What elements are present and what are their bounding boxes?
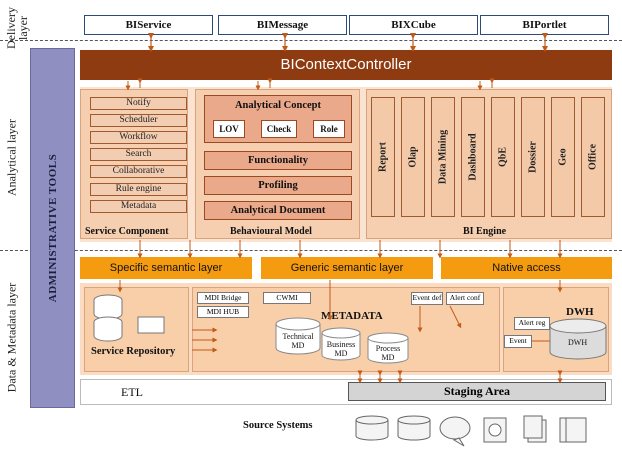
concept-item-check: Check xyxy=(261,120,297,138)
metadata-title: METADATA xyxy=(321,310,383,322)
staging-area: Staging Area xyxy=(348,382,606,401)
metadata-cylinders xyxy=(275,317,409,364)
functionality-box: Functionality xyxy=(204,151,352,170)
native-access-layer: Native access xyxy=(441,257,612,279)
service-component-panel: Notify Scheduler Workflow Search Collabo… xyxy=(80,89,188,239)
semantic-arrows xyxy=(117,240,563,321)
cwmi-box: CWMI xyxy=(263,292,311,304)
behavioural-model-panel: Analytical Concept LOV Check Role Functi… xyxy=(195,89,360,239)
engine-report: Report xyxy=(371,97,395,217)
behavioural-model-label: Behavioural Model xyxy=(230,226,312,237)
event-def-box: Event def xyxy=(411,292,443,305)
concept-item-lov: LOV xyxy=(213,120,245,138)
generic-semantic-layer: Generic semantic layer xyxy=(261,257,433,279)
alert-conf-box: Alert conf xyxy=(446,292,484,305)
engine-dossier: Dossier xyxy=(521,97,545,217)
delivery-separator xyxy=(0,40,622,41)
process-md-label: Process MD xyxy=(375,344,401,362)
service-item-search: Search xyxy=(90,148,187,161)
mdi-hub-box: MDI HUB xyxy=(197,306,249,318)
dwh-cylinder xyxy=(549,318,607,360)
controller-arrows xyxy=(125,78,495,91)
service-item-scheduler: Scheduler xyxy=(90,114,187,127)
service-repository-shapes xyxy=(93,294,165,342)
bi-engine-label: BI Engine xyxy=(463,226,507,237)
service-repository-label: Service Repository xyxy=(91,346,176,357)
administrative-tools: ADMINISTRATIVE TOOLS xyxy=(30,48,75,408)
engine-geo: Geo xyxy=(551,97,575,217)
engine-data-mining: Data Mining xyxy=(431,97,455,217)
delivery-service-bimessage: BIMessage xyxy=(218,15,347,35)
event-box: Event xyxy=(504,335,532,348)
analytical-concept-box: Analytical Concept LOV Check Role xyxy=(204,95,352,143)
alert-reg-box: Alert reg xyxy=(514,317,550,330)
metadata-arrows xyxy=(192,305,563,384)
engine-olap: Olap xyxy=(401,97,425,217)
profiling-box: Profiling xyxy=(204,176,352,195)
analytical-document-box: Analytical Document xyxy=(204,201,352,220)
delivery-arrows xyxy=(148,33,548,52)
analytical-separator xyxy=(0,250,622,251)
service-item-workflow: Workflow xyxy=(90,131,187,144)
analytical-concept-label: Analytical Concept xyxy=(234,100,322,111)
technical-md-label: Technical MD xyxy=(282,332,314,350)
service-item-collaborative: Collaborative xyxy=(90,165,187,178)
service-item-rule-engine: Rule engine xyxy=(90,183,187,196)
concept-item-role: Role xyxy=(313,120,345,138)
service-item-notify: Notify xyxy=(90,97,187,110)
service-item-metadata: Metadata xyxy=(90,200,187,213)
source-system-icons xyxy=(355,415,587,447)
etl-label: ETL xyxy=(121,385,143,399)
delivery-service-biportlet: BIPortlet xyxy=(480,15,609,35)
engine-qbe: QbE xyxy=(491,97,515,217)
dwh-title: DWH xyxy=(566,306,594,318)
engine-dashboard: Dashboard xyxy=(461,97,485,217)
service-component-label: Service Component xyxy=(85,226,169,237)
dwh-store-label: DWH xyxy=(568,338,588,347)
specific-semantic-layer: Specific semantic layer xyxy=(80,257,252,279)
mdi-bridge-box: MDI Bridge xyxy=(197,292,249,304)
business-md-label: Business MD xyxy=(326,340,356,358)
bi-context-controller: BIContextController xyxy=(80,50,612,80)
engine-office: Office xyxy=(581,97,605,217)
source-systems-label: Source Systems xyxy=(243,420,313,431)
